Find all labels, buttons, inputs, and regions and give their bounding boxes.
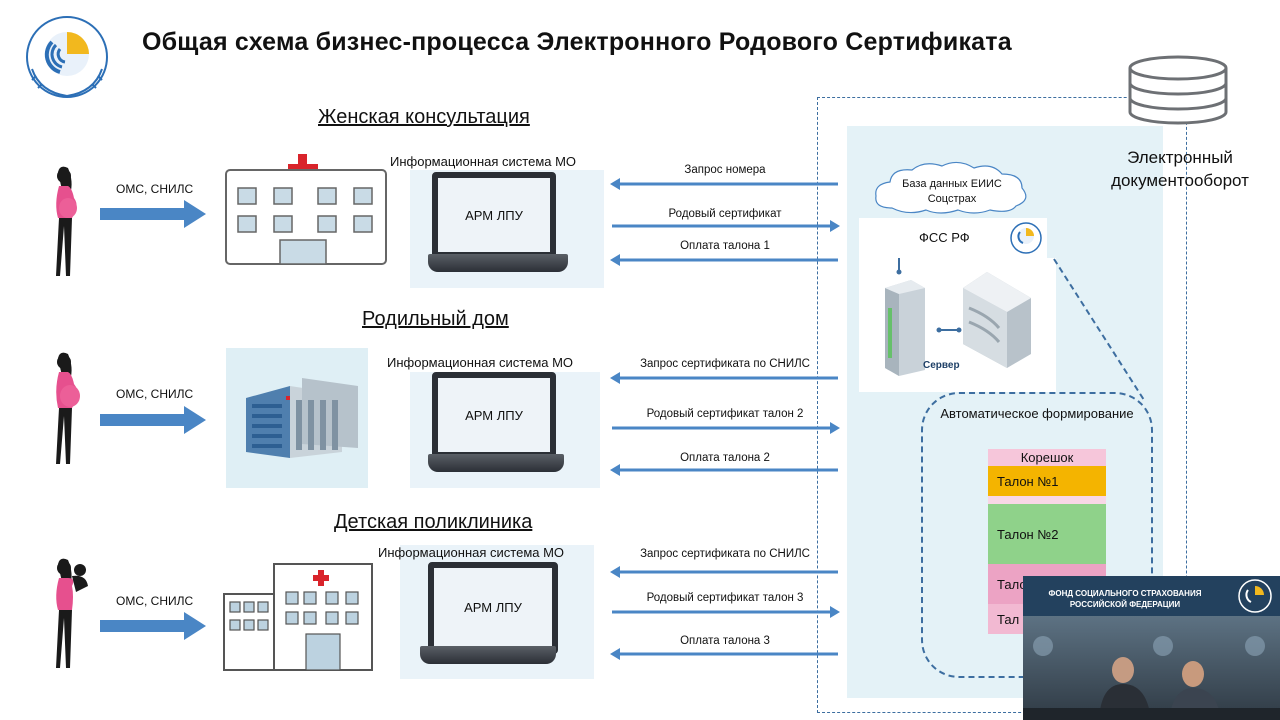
arrow-right-1-2 [612,220,840,232]
edo-label: Электронный документооборот [1111,148,1249,190]
womens-clinic-building-icon [222,150,390,268]
section-title-womens-clinic: Женская консультация [318,106,530,128]
page-title: Общая схема бизнес-процесса Электронного… [142,28,1012,56]
msg-1-3: Оплата талона 1 [680,240,770,252]
system-label-3: Информационная система МО [378,545,565,560]
video-people-icon [1023,636,1280,720]
section-title-maternity: Родильный дом [362,308,509,330]
msg-2-3: Оплата талона 2 [680,452,770,464]
video-banner: ФОНД СОЦИАЛЬНОГО СТРАХОВАНИЯ РОССИЙСКОЙ … [1023,576,1280,616]
msg-3-3: Оплата талона 3 [680,635,770,647]
system-label-2: Информационная система МО [387,355,574,370]
video-banner-line1: ФОНД СОЦИАЛЬНОГО СТРАХОВАНИЯ [1048,589,1202,598]
arrow-left-1-3 [610,254,838,266]
stub-label: Корешок [1020,450,1074,465]
msg-3-1: Запрос сертификата по СНИЛС [640,548,810,560]
fss-box: ФСС РФ [859,218,1047,258]
arrow-right-2-2 [612,422,840,434]
arrow-left-3-3 [610,648,838,660]
childrens-clinic-building-icon [222,562,374,672]
auto-connector [1053,258,1145,401]
db-cloud: База данных ЕИИС Соцстрах [870,160,1034,216]
pregnant-woman-icon [46,350,86,473]
talon-2: Талон №2 [988,504,1106,564]
msg-3-2: Родовый сертификат талон 3 [646,592,804,604]
auto-label: Автоматическое формирование [940,406,1134,421]
arrow-left-3-1 [610,566,838,578]
server-icon [885,258,1031,376]
talon-divider [988,496,1106,504]
talon-2-label: Талон №2 [997,526,1059,542]
section-title-childrens-clinic: Детская поликлиника [334,511,533,533]
talon-1: Талон №1 [988,466,1106,496]
laptop-screen-2: АРМ ЛПУ [432,372,556,460]
input-arrow-1 [100,200,206,228]
arrow-left-1-1 [610,178,838,190]
stub: Корешок [988,449,1106,466]
video-overlay[interactable]: ФОНД СОЦИАЛЬНОГО СТРАХОВАНИЯ РОССИЙСКОЙ … [1023,576,1280,720]
video-banner-line2: РОССИЙСКОЙ ФЕДЕРАЦИИ [1069,600,1181,609]
database-icon [1126,54,1230,126]
laptop-screen-3: АРМ ЛПУ [428,562,558,654]
arrow-left-2-3 [610,464,838,476]
server-label: Сервер [923,360,960,371]
arrow-right-3-2 [612,606,840,618]
talon-4-label: Тал [997,611,1020,627]
db-cloud-label: База данных ЕИИС Соцстрах [902,178,1002,205]
video-fss-logo-icon [1238,579,1272,613]
input-arrow-2 [100,406,206,434]
laptop-base-3 [420,646,556,664]
fss-small-logo-icon [1010,222,1042,254]
arrow-left-2-1 [610,372,838,384]
workstation-label-3: АРМ ЛПУ [464,599,522,615]
input-arrow-3 [100,612,206,640]
laptop-base-1 [428,254,568,272]
input-label-1: ОМС, СНИЛС [116,182,194,196]
server-panel: Сервер [859,258,1056,392]
fss-logo-icon [26,16,108,98]
workstation-label-1: АРМ ЛПУ [465,207,523,223]
fss-logo [20,14,114,100]
edo-boundary [817,97,1187,713]
msg-1-2: Родовый сертификат [668,208,782,220]
pregnant-woman-icon [46,164,86,287]
laptop-screen-1: АРМ ЛПУ [432,172,556,260]
laptop-base-2 [428,454,564,472]
talon-3-label: Тало [997,576,1027,592]
workstation-label-2: АРМ ЛПУ [465,407,523,423]
maternity-building-icon [226,348,368,488]
msg-2-2: Родовый сертификат талон 2 [646,408,804,420]
input-label-2: ОМС, СНИЛС [116,387,194,401]
msg-2-1: Запрос сертификата по СНИЛС [640,358,810,370]
mother-with-baby-icon [46,556,102,679]
talon-1-label: Талон №1 [997,473,1059,489]
input-label-3: ОМС, СНИЛС [116,594,194,608]
msg-1-1: Запрос номера [684,164,766,176]
video-scene [1023,616,1280,720]
system-label-1: Информационная система МО [390,154,577,169]
fss-label: ФСС РФ [919,230,970,245]
